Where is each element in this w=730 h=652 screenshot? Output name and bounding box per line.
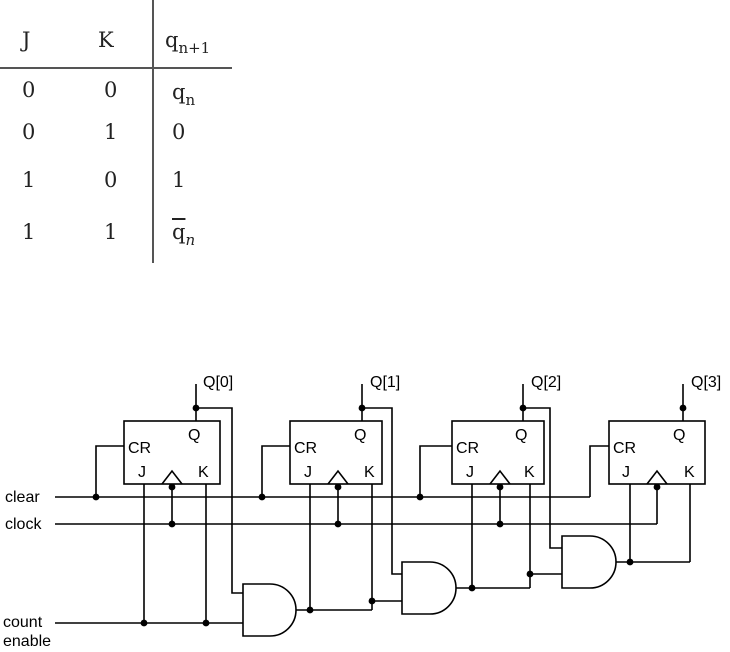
ff1-q-label: Q [354,427,366,444]
ff1-j-label: J [304,464,312,481]
clock-label: clock [5,516,42,533]
ff3-cr-label: CR [613,440,636,457]
header-qn1: qn+1 [165,28,211,57]
row0-q: qn [172,80,196,109]
ff3-k-label: K [684,464,695,481]
row0-k: 0 [104,78,118,102]
ff2-j-label: J [466,464,474,481]
and-gate-3 [561,535,617,589]
ff0-q-label: Q [188,427,200,444]
clock-edge-3 [646,469,668,485]
output-q1: Q[1] [370,374,400,391]
header-k: K [98,28,114,52]
ff3-j-label: J [622,464,630,481]
enable-label: enable [3,633,51,650]
ff0-cr-label: CR [128,440,151,457]
row2-j: 1 [22,168,36,192]
table-horizontal-rule [0,67,232,69]
output-q2: Q[2] [531,374,561,391]
ff2-q-label: Q [515,427,527,444]
ff1-cr-label: CR [294,440,317,457]
clear-label: clear [5,489,40,506]
clock-edge-0 [161,469,183,485]
ff2-cr-label: CR [456,440,479,457]
and-gate-1 [242,583,297,637]
row3-q: qn [172,220,196,249]
row1-k: 1 [104,120,118,144]
output-q3: Q[3] [691,374,721,391]
header-j: J [22,28,31,52]
output-q0: Q[0] [203,374,233,391]
row1-j: 0 [22,120,36,144]
row3-k: 1 [104,220,118,244]
and-gate-2 [401,561,457,615]
row1-q: 0 [172,120,186,144]
count-label: count [3,614,43,631]
row2-k: 0 [104,168,118,192]
clock-edge-1 [327,469,349,485]
row2-q: 1 [172,168,186,192]
table-vertical-rule [152,0,154,263]
ff0-j-label: J [138,464,146,481]
flipflop-2 [451,420,545,485]
ff0-k-label: K [198,464,209,481]
row0-j: 0 [22,78,36,102]
clock-edge-2 [489,469,511,485]
ff3-q-label: Q [673,427,685,444]
row3-j: 1 [22,220,36,244]
ff1-k-label: K [364,464,375,481]
flipflop-1 [289,420,383,485]
ff2-k-label: K [524,464,535,481]
